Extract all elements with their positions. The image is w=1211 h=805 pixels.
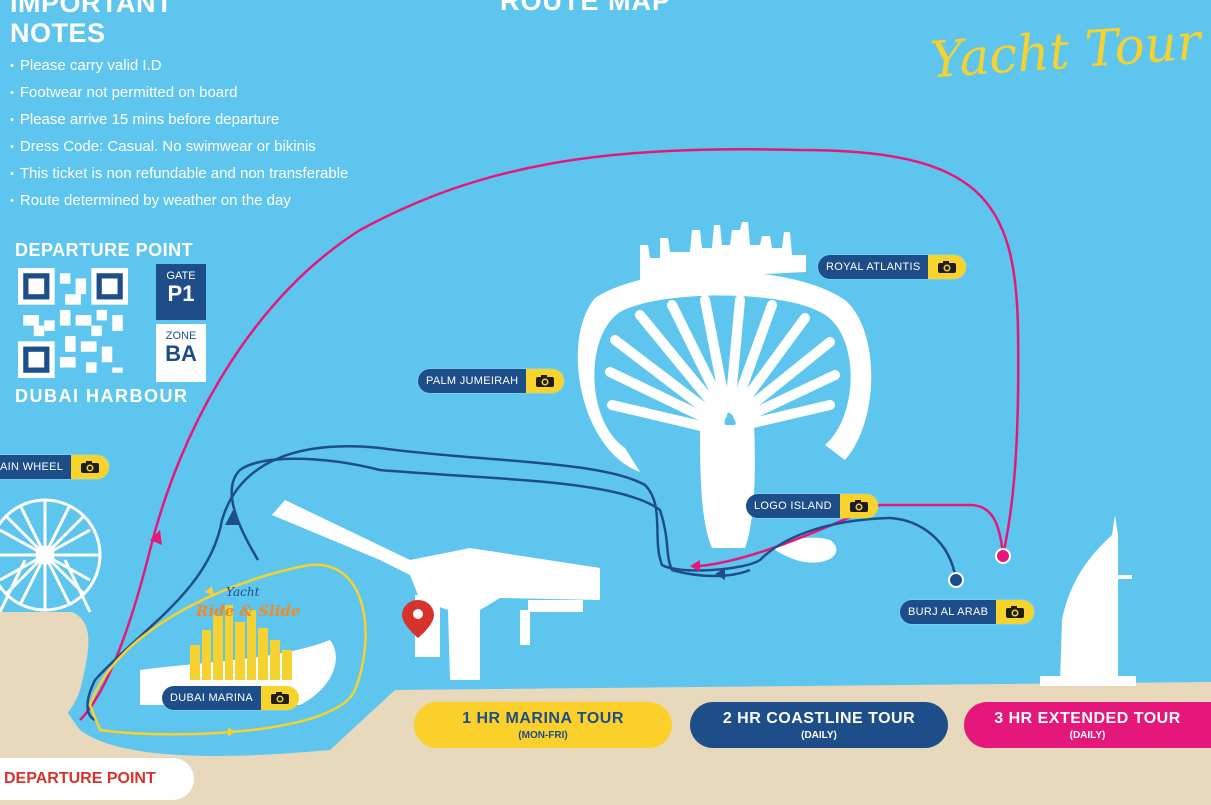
gate-value: P1 <box>167 281 195 306</box>
notes-title-line2: NOTES <box>10 18 106 48</box>
route-arrow <box>715 568 725 580</box>
tour-name: 1 HR MARINA TOUR <box>462 710 624 727</box>
route-arrow <box>150 530 162 545</box>
tour-schedule: (MON-FRI) <box>518 730 568 741</box>
note-item: Dress Code: Casual. No swimwear or bikin… <box>10 137 348 164</box>
gate-label: GATE <box>166 270 196 282</box>
zone-label: ZONE <box>165 330 197 342</box>
note-item: This ticket is non refundable and non tr… <box>10 164 349 191</box>
landmark-label: LOGO ISLAND <box>746 494 840 518</box>
route-arrow <box>205 586 214 596</box>
zone-value: BA <box>165 341 197 366</box>
marina-logo-line1: Yacht <box>226 585 260 599</box>
note-item: Route determined by weather on the day <box>10 191 348 218</box>
camera-icon <box>526 369 565 393</box>
route-arrow <box>228 727 235 737</box>
landmark-logo-island[interactable]: LOGO ISLAND <box>746 494 878 518</box>
route-extended-pink <box>79 148 1020 721</box>
footer-departure-point[interactable]: DEPARTURE POINT <box>0 758 194 800</box>
notes-title-line1: IMPORTANT <box>10 0 173 18</box>
note-item: Footwear not permitted on board <box>10 83 348 110</box>
landmark-dubai-marina[interactable]: DUBAI MARINA <box>162 686 300 710</box>
ain-dubai-wheel <box>0 498 102 613</box>
notes-list: Please carry valid I.D Footwear not perm… <box>10 56 349 218</box>
left-shore <box>0 612 89 752</box>
tour-coastline-2hr[interactable]: 2 HR COASTLINE TOUR (DAILY) <box>690 702 948 748</box>
route-end-pink <box>995 548 1011 564</box>
marina-logo-line2: Ride & Slide <box>196 602 301 620</box>
route-end-navy <box>948 572 964 588</box>
marina-skyline <box>190 605 292 680</box>
route-marina-yellow <box>88 563 367 736</box>
landmark-label: PALM JUMEIRAH <box>418 369 527 393</box>
gate-badge: GATE P1 <box>156 264 206 320</box>
landmark-burj-al-arab[interactable]: BURJ AL ARAB <box>900 600 1035 624</box>
route-coastline-navy-2 <box>230 457 751 578</box>
camera-icon <box>261 686 300 710</box>
route-coastline-navy <box>86 445 958 722</box>
route-map-title: ROUTE MAP <box>500 0 671 16</box>
tour-name: 2 HR COASTLINE TOUR <box>722 710 916 727</box>
tour-name: 3 HR EXTENDED TOUR <box>994 710 1181 727</box>
departure-title: DEPARTURE POINT <box>15 240 194 260</box>
landmark-royal-atlantis[interactable]: ROYAL ATLANTIS <box>818 255 967 279</box>
landmark-label: BURJ AL ARAB <box>900 600 997 624</box>
tour-extended-3hr[interactable]: 3 HR EXTENDED TOUR (DAILY) <box>964 702 1211 748</box>
zone-badge: ZONE BA <box>156 324 206 382</box>
route-arrow <box>225 510 239 525</box>
route-arrow <box>690 560 700 572</box>
landmark-label: ROYAL ATLANTIS <box>818 255 929 279</box>
camera-icon <box>839 494 878 518</box>
burj-al-arab <box>1040 515 1136 686</box>
landmark-label: DUBAI MARINA <box>162 686 262 710</box>
tour-marina-1hr[interactable]: 1 HR MARINA TOUR (MON-FRI) <box>414 702 672 748</box>
logo-island-shape <box>772 537 837 563</box>
note-item: Please arrive 15 mins before departure <box>10 110 348 137</box>
palm-jumeirah-island <box>577 222 872 548</box>
camera-icon <box>71 455 110 479</box>
landmark-palm-jumeirah[interactable]: PALM JUMEIRAH <box>418 369 565 393</box>
landmark-ain-wheel[interactable]: AIN WHEEL <box>0 455 110 479</box>
note-item: Please carry valid I.D <box>10 56 348 83</box>
map-pin-icon <box>402 600 434 638</box>
departure-location: DUBAI HARBOUR <box>15 386 189 406</box>
notes-section: IMPORTANT NOTES Please carry valid I.D F… <box>10 0 348 218</box>
camera-icon <box>928 255 967 279</box>
tour-schedule: (DAILY) <box>1069 730 1106 741</box>
landmark-label: AIN WHEEL <box>0 455 72 479</box>
camera-icon <box>996 600 1035 624</box>
qr-code[interactable] <box>14 268 132 378</box>
tour-schedule: (DAILY) <box>801 730 837 741</box>
